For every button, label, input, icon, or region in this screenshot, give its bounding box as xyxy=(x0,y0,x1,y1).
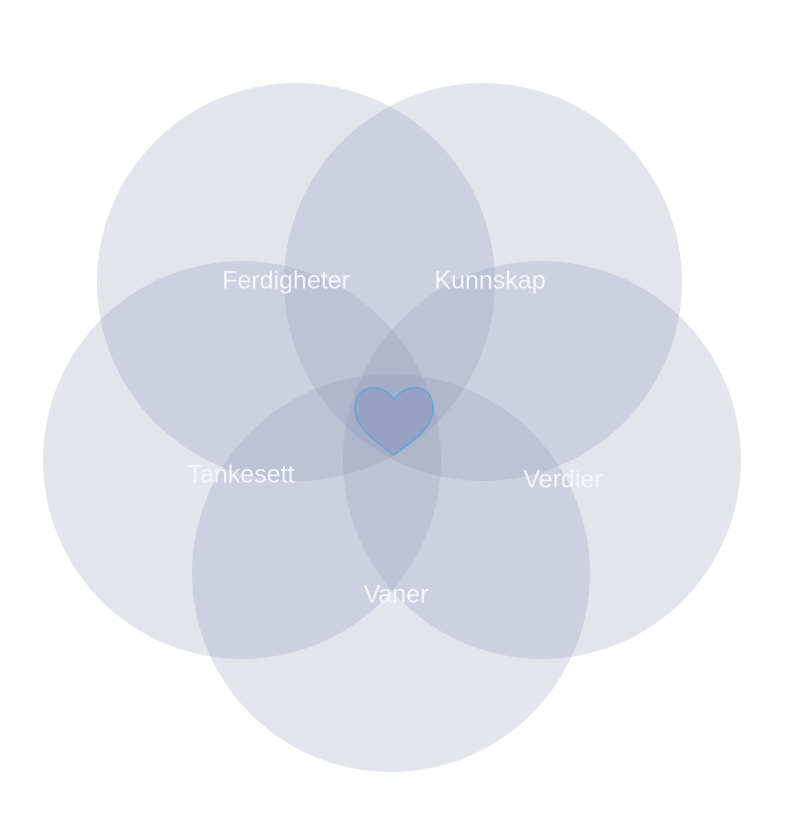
label-tankesett: Tankesett xyxy=(187,460,295,489)
label-vaner: Vaner xyxy=(363,580,429,609)
circle-tankesett xyxy=(43,261,441,659)
label-kunnskap: Kunnskap xyxy=(434,266,546,295)
circle-ferdigheter xyxy=(97,83,495,481)
circle-verdier xyxy=(343,261,741,659)
label-ferdigheter: Ferdigheter xyxy=(222,266,350,295)
label-verdier: Verdier xyxy=(523,465,603,494)
heart-icon xyxy=(354,387,434,456)
circle-vaner xyxy=(192,374,590,772)
circle-kunnskap xyxy=(284,83,682,481)
